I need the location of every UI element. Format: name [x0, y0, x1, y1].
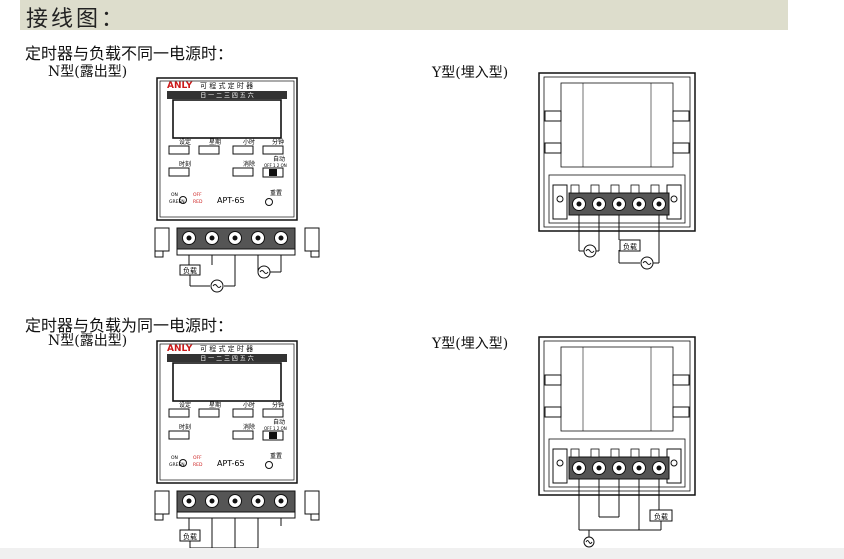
clear-button-label: 消除: [243, 423, 255, 431]
load-label-1-y: 负载: [623, 242, 637, 251]
day-strip: 日 一 二 三 四 五 六: [200, 355, 253, 363]
page-title: 接线图：: [26, 7, 127, 32]
section1-n-type-label: N型(露出型): [48, 64, 128, 80]
hour-button-label: 小时: [243, 401, 255, 409]
red-label: RED: [193, 199, 203, 205]
model-label: APT-6S: [217, 459, 245, 468]
wiring-2-y: [578, 479, 673, 548]
section1-title: 定时器与负载不同一电源时：: [25, 44, 234, 63]
load-label-2-n: 负载: [183, 532, 197, 541]
section1-y-type-label: Y型(埋入型): [432, 65, 509, 81]
load-label-2-y: 负载: [654, 512, 668, 521]
brand-label: ANLY: [167, 81, 193, 91]
section2-title: 定时器与负载为同一电源时：: [25, 316, 234, 335]
set-button-label: 设定: [179, 138, 191, 146]
section2-y-type-label: Y型(埋入型): [432, 336, 509, 352]
reset-label: 重置: [270, 189, 282, 197]
red-label: RED: [193, 462, 203, 468]
on-label: ON: [171, 192, 178, 198]
y-type-device-2: [538, 336, 696, 496]
wiring-1-n: [179, 263, 282, 293]
model-label: APT-6S: [217, 196, 245, 205]
hour-button-label: 小时: [243, 138, 255, 146]
green-label: GREEN: [169, 199, 185, 205]
n-type-device-1: ANLY 可 程 式 定 时 器 日 一 二 三 四 五 六 设定 星期 小时 …: [154, 77, 320, 264]
clear-button-label: 消除: [243, 160, 255, 168]
section2-n-type-label: N型(露出型): [48, 333, 128, 349]
off-label: OFF: [193, 192, 202, 198]
week-button-label: 星期: [209, 401, 221, 409]
y-type-device-1: [538, 72, 696, 232]
load-label-1-n: 负载: [183, 266, 197, 275]
bottom-strip: [0, 548, 844, 559]
auto-label: 自动: [273, 418, 285, 426]
title-bar: 接线图：: [20, 0, 788, 32]
day-strip: 日 一 二 三 四 五 六: [200, 92, 253, 100]
brand-label: ANLY: [167, 344, 193, 354]
wiring-1-y: [578, 215, 660, 270]
auto-label: 自动: [273, 155, 285, 163]
minute-button-label: 分钟: [272, 401, 284, 409]
n-type-device-2: ANLY 可 程 式 定 时 器 日 一 二 三 四 五 六 设定 星期 小时 …: [154, 340, 320, 527]
off-label: OFF: [193, 455, 202, 461]
week-button-label: 星期: [209, 138, 221, 146]
clock-button-label: 时刻: [179, 160, 191, 168]
green-label: GREEN: [169, 462, 185, 468]
switch-positions-label: OFF 1 2 ON: [264, 163, 287, 168]
on-label: ON: [171, 455, 178, 461]
switch-positions-label: OFF 1 2 ON: [264, 426, 287, 431]
clock-button-label: 时刻: [179, 423, 191, 431]
product-title: 可 程 式 定 时 器: [200, 81, 253, 90]
minute-button-label: 分钟: [272, 138, 284, 146]
set-button-label: 设定: [179, 401, 191, 409]
product-title: 可 程 式 定 时 器: [200, 344, 253, 353]
reset-label: 重置: [270, 452, 282, 460]
